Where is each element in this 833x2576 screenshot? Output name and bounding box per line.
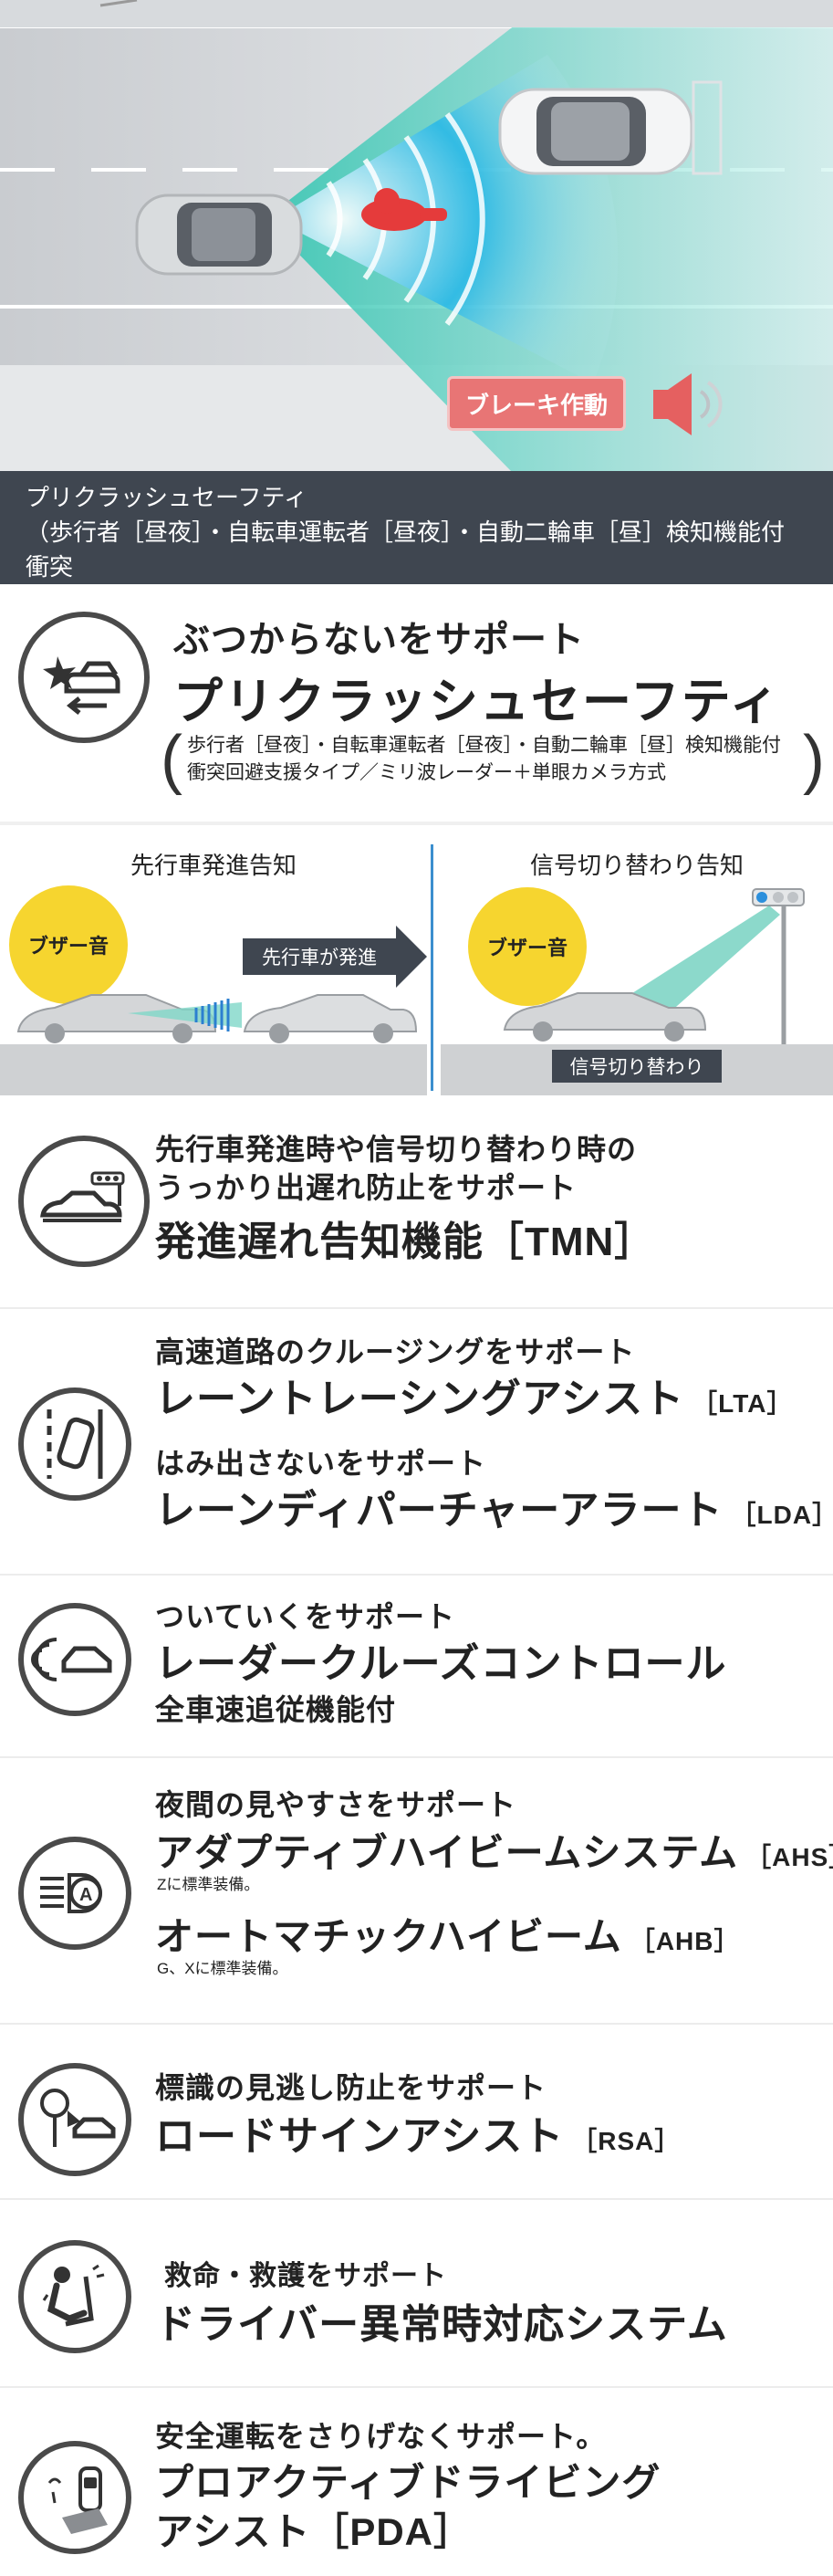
radar-cruise-title: レーダークルーズコントロール (155, 1641, 727, 1686)
lda-title: レーンディパーチャーアラート (155, 1488, 724, 1533)
ahb-title-row: オートマチックハイビーム［AHB］ (155, 1906, 740, 1962)
brake-active-label: ブレーキ作動 (447, 376, 626, 431)
pda-title-line-2: アシスト［PDA］ (155, 2510, 473, 2553)
pcs-detail: 歩行者［昼夜］・自転車運転者［昼夜］・自動二輪車［昼］検知機能付 衝突回避支援タ… (187, 732, 789, 787)
collision-warning-icon (18, 612, 150, 743)
pda-title-line-1: プロアクティブドライビング (155, 2461, 661, 2504)
tmn-subtitle-1: 先行車発進時や信号切り替わり時の (155, 1133, 638, 1166)
lead-car-scene (16, 994, 418, 1043)
hero-illustration: ブレーキ作動 (0, 0, 833, 471)
radar-cruise-icon (18, 1603, 131, 1716)
ahs-tag: ［AHS］ (745, 1843, 833, 1871)
pcs-section: ぶつからないをサポート プリクラッシュセーフティ ( 歩行者［昼夜］・自転車運転… (0, 602, 833, 822)
lda-tag: ［LDA］ (730, 1501, 833, 1529)
row-divider (0, 1307, 833, 1309)
feature-lta-lda: 高速道路のクルージングをサポート レーントレーシングアシスト［LTA］ はみ出さ… (0, 1324, 833, 1570)
signal-scene (503, 888, 805, 1050)
paren-open: ( (161, 723, 182, 796)
ahs-title-row: アダプティブハイビームシステム［AHS］ (155, 1822, 833, 1878)
tmn-title: 発進遅れ告知機能［TMN］ (155, 1220, 656, 1264)
rsa-title: ロードサインアシスト (155, 2114, 565, 2159)
signal-change-title: 信号切り替わり告知 (529, 852, 744, 879)
driver-emergency-subtitle: 救命・救護をサポート (164, 2261, 447, 2291)
rsa-title-row: ロードサインアシスト［RSA］ (155, 2103, 681, 2162)
rsa-subtitle: 標識の見逃し防止をサポート (155, 2071, 547, 2104)
lta-tag: ［LTA］ (692, 1389, 794, 1418)
ahb-title: オートマチックハイビーム (155, 1915, 622, 1958)
lead-car-start-title: 先行車発進告知 (130, 852, 297, 879)
proactive-driving-icon (18, 2441, 131, 2554)
row-divider (0, 2023, 833, 2025)
pcs-subtitle: ぶつからないをサポート (173, 620, 585, 660)
lda-subtitle: はみ出さないをサポート (155, 1447, 487, 1480)
lead-car-start-diagram: 先行車発進告知 ブザー音 先行車が発進 (0, 840, 427, 1095)
feature-radar-cruise: ついていくをサポート レーダークルーズコントロール 全車速追従機能付 (0, 1588, 833, 1753)
feature-driver-emergency: 救命・救護をサポート ドライバー異常時対応システム (0, 2209, 833, 2353)
high-beam-subtitle: 夜間の見やすさをサポート (155, 1788, 517, 1821)
tmn-subtitle-2: うっかり出遅れ防止をサポート (155, 1171, 578, 1204)
row-divider (0, 2386, 833, 2388)
speaker-icon (653, 373, 723, 435)
pda-subtitle: 安全運転をさりげなくサポート。 (155, 2420, 607, 2453)
svg-text:A: A (79, 1885, 92, 1905)
radar-cruise-note: 全車速追従機能付 (155, 1693, 397, 1726)
lead-car-start-label: 先行車が発進 (243, 938, 396, 975)
buzzer-bubble-right: ブザー音 (468, 887, 587, 1006)
lta-title: レーントレーシングアシスト (155, 1377, 685, 1421)
diagram-divider (431, 844, 433, 1091)
ahb-tag: ［AHB］ (629, 1927, 741, 1955)
row-divider (0, 1756, 833, 1758)
road-strip-left (0, 1044, 427, 1095)
auto-high-beam-icon: A (18, 1837, 131, 1950)
ahs-title: アダプティブハイビームシステム (155, 1831, 739, 1874)
hero-road-scene (0, 0, 833, 471)
pcs-detail-line-2: 衝突回避支援タイプ／ミリ波レーダー＋単眼カメラ方式 (187, 762, 666, 783)
lta-title-row: レーントレーシングアシスト［LTA］ (155, 1366, 793, 1424)
feature-pda: 安全運転をさりげなくサポート。 プロアクティブドライビング アシスト［PDA］ (0, 2397, 833, 2576)
hero-caption-line-3: 回避支援タイプ/ミリ波レーダー＋単眼カメラ方式） (26, 588, 578, 615)
buzzer-bubble-left: ブザー音 (9, 885, 128, 1004)
lane-keeping-icon (18, 1387, 131, 1501)
feature-rsa: 標識の見逃し防止をサポート ロードサインアシスト［RSA］ (0, 2037, 833, 2176)
ahs-note: Zに標準装備。 (157, 1876, 260, 1893)
hero-caption-line-2: （歩行者［昼夜］・自転車運転者［昼夜］・自動二輪車［昼］検知機能付衝突 (26, 518, 786, 581)
hero-caption-line-1: プリクラッシュセーフティ (26, 484, 307, 511)
signal-change-label: 信号切り替わり (552, 1050, 722, 1083)
row-divider (0, 2198, 833, 2200)
rsa-tag: ［RSA］ (571, 2127, 682, 2155)
lda-title-row: レーンディパーチャーアラート［LDA］ (155, 1477, 833, 1535)
section-divider (0, 822, 833, 825)
feature-high-beam: A 夜間の見やすさをサポート アダプティブハイビームシステム［AHS］ Zに標準… (0, 1771, 833, 2017)
arrow-right-icon (396, 926, 427, 988)
driver-emergency-icon (18, 2240, 131, 2353)
radar-cruise-subtitle: ついていくをサポート (155, 1600, 456, 1633)
row-divider (0, 1574, 833, 1576)
feature-tmn: 先行車発進時や信号切り替わり時の うっかり出遅れ防止をサポート 発進遅れ告知機能… (0, 1114, 833, 1296)
road-sign-icon (18, 2063, 131, 2176)
signal-change-diagram: 信号切り替わり告知 ブザー音 信号切り替わり (441, 840, 833, 1095)
hero-caption: プリクラッシュセーフティ （歩行者［昼夜］・自転車運転者［昼夜］・自動二輪車［昼… (0, 471, 833, 615)
paren-close: ) (803, 723, 825, 796)
pcs-detail-line-1: 歩行者［昼夜］・自転車運転者［昼夜］・自動二輪車［昼］検知機能付 (187, 735, 781, 756)
pcs-title: プリクラッシュセーフティ (173, 675, 781, 729)
lta-subtitle: 高速道路のクルージングをサポート (155, 1335, 636, 1368)
ahb-note: G、Xに標準装備。 (157, 1960, 288, 1977)
driver-emergency-title: ドライバー異常時対応システム (155, 2302, 728, 2347)
car-traffic-light-icon (18, 1136, 150, 1267)
